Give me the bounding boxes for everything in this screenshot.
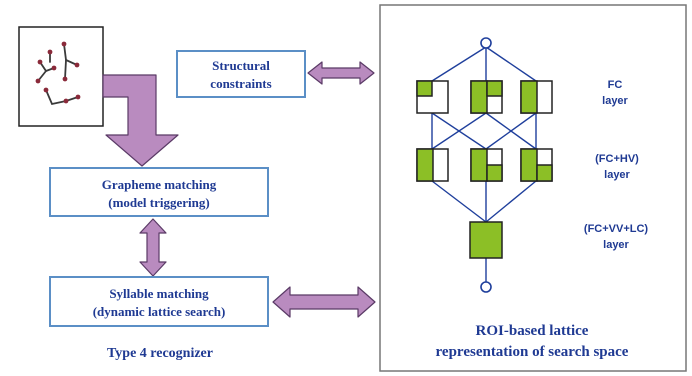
fc-node-1 bbox=[416, 80, 449, 114]
double-arrow-syllable-roi bbox=[272, 286, 376, 318]
fchv-layer-label-line1: (FC+HV) bbox=[595, 153, 639, 165]
fc-layer-label-line2: layer bbox=[602, 95, 628, 107]
grapheme-matching-box: Grapheme matching (model triggering) bbox=[49, 167, 269, 217]
grapheme-label-line2: (model triggering) bbox=[108, 195, 209, 210]
grapheme-label-line1: Grapheme matching bbox=[102, 177, 217, 192]
double-arrow-structural-roi bbox=[307, 61, 375, 85]
fcvvlc-layer-label-line2: layer bbox=[603, 239, 629, 251]
fcvvlc-layer-label-line1: (FC+VV+LC) bbox=[584, 223, 649, 235]
lattice-end-node bbox=[480, 281, 492, 293]
down-arrow-to-grapheme bbox=[102, 74, 179, 167]
syllable-label-line2: (dynamic lattice search) bbox=[93, 304, 226, 319]
double-arrow-grapheme-syllable bbox=[139, 218, 167, 277]
lattice-start-node bbox=[480, 37, 492, 49]
structural-constraints-box: Structural constraints bbox=[176, 50, 306, 98]
syllable-matching-box: Syllable matching (dynamic lattice searc… bbox=[49, 276, 269, 327]
syllable-label-line1: Syllable matching bbox=[109, 286, 209, 301]
fcvvlc-node bbox=[469, 221, 503, 259]
fchv-layer-label-line2: layer bbox=[604, 169, 630, 181]
fc-node-2 bbox=[470, 80, 503, 114]
structural-label-line2: constraints bbox=[210, 76, 271, 91]
type4-recognizer-caption: Type 4 recognizer bbox=[107, 346, 213, 361]
roi-title-line1: ROI-based lattice bbox=[476, 323, 589, 339]
roi-lattice-panel: FC layer (FC+HV) layer (FC+VV+LC) layer … bbox=[379, 4, 687, 372]
fc-layer-nodes bbox=[416, 80, 553, 114]
fc-node-3 bbox=[520, 80, 553, 114]
fchv-node-3 bbox=[520, 148, 553, 182]
fc-layer-label-line1: FC bbox=[608, 79, 623, 91]
fchv-node-2 bbox=[470, 148, 503, 182]
roi-title-line2: representation of search space bbox=[436, 344, 629, 360]
fchv-node-1 bbox=[416, 148, 449, 182]
fchv-layer-nodes bbox=[416, 148, 553, 182]
structural-label-line1: Structural bbox=[212, 58, 270, 73]
handwritten-strokes-icon bbox=[18, 26, 104, 127]
